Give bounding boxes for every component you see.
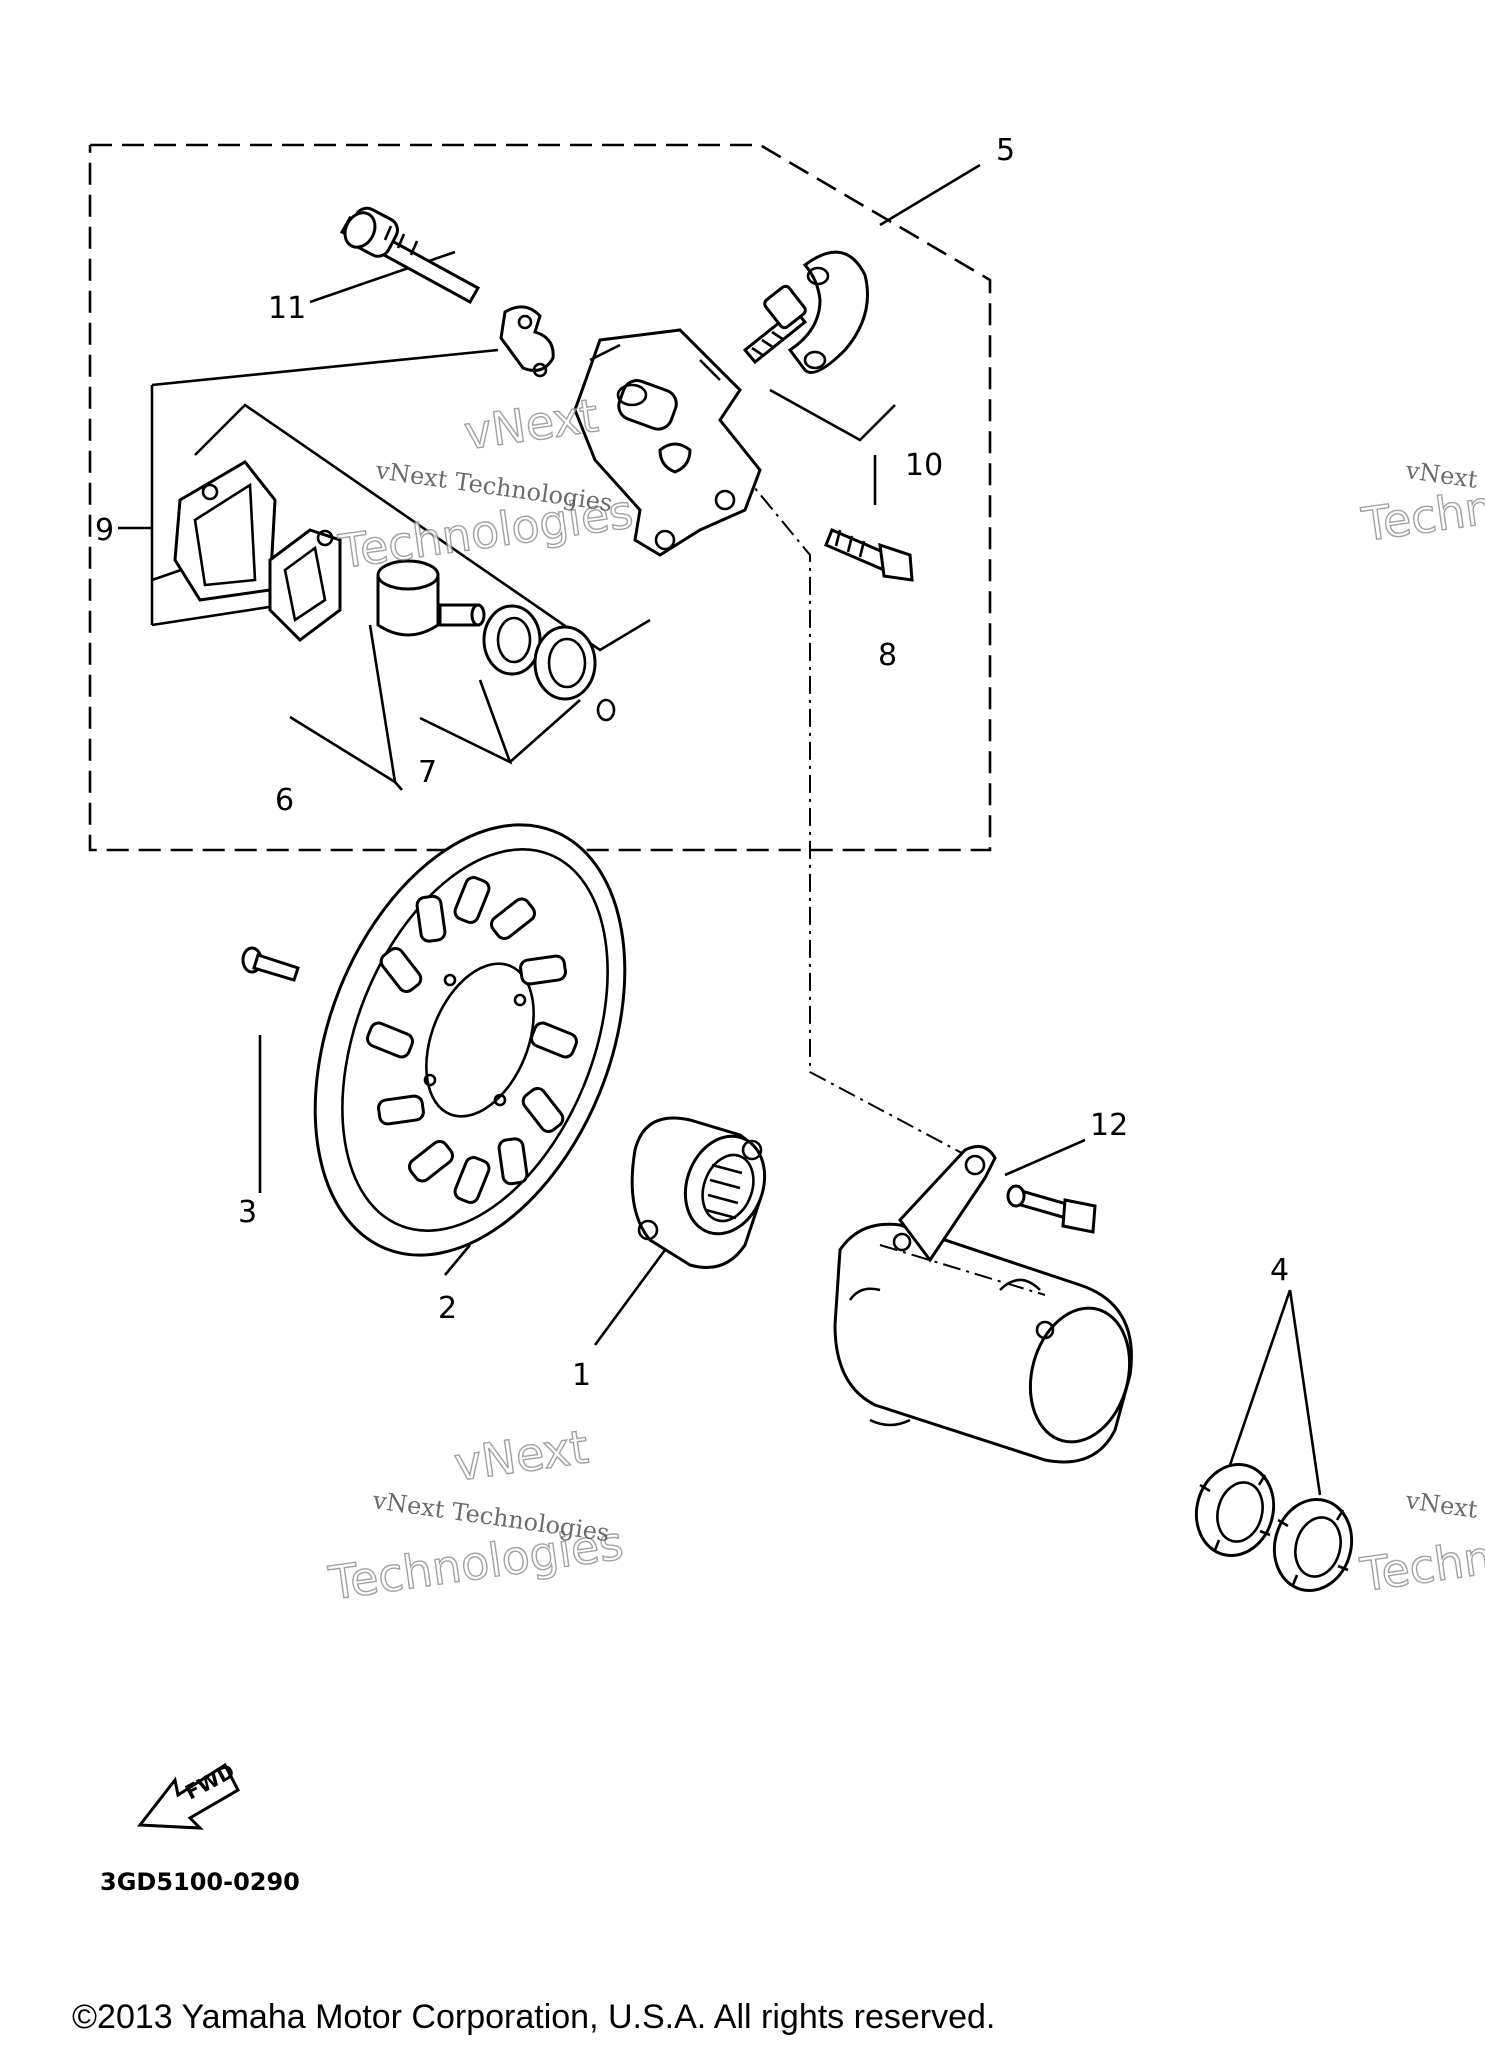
callout-4: 4 [1270, 1253, 1289, 1288]
fwd-arrow-icon: FWD [137, 1759, 240, 1830]
part-o-ring [596, 698, 616, 722]
disc-slot [490, 897, 536, 941]
part-lock-nut-2 [1272, 1497, 1354, 1593]
leader-lines [118, 163, 1322, 1496]
svg-text:vNext: vNext [451, 1420, 592, 1492]
disc-slot [453, 1156, 491, 1204]
disc-slot [497, 1137, 529, 1186]
part-seal-1 [482, 604, 542, 676]
callout-12: 12 [1090, 1108, 1128, 1143]
disc-slot [415, 894, 447, 943]
disc-slot [366, 1021, 414, 1059]
part-seal-2 [533, 625, 597, 701]
disc-slot [519, 954, 567, 986]
disc-slot [530, 1021, 578, 1059]
callout-8: 8 [878, 638, 897, 673]
disc-slot [521, 1087, 565, 1133]
callout-9: 9 [95, 513, 114, 548]
disc-slot [379, 947, 423, 993]
disc-cooling-slots [366, 876, 578, 1204]
callout-2: 2 [438, 1291, 457, 1326]
part-retainer-clip [499, 305, 555, 378]
callout-3: 3 [238, 1195, 257, 1230]
svg-text:vNext: vNext [461, 388, 602, 460]
part-hub [630, 1116, 767, 1269]
disc-slot [377, 1094, 425, 1126]
callout-10: 10 [905, 448, 943, 483]
callout-5: 5 [996, 133, 1015, 168]
part-piston [376, 559, 486, 637]
caliper-assembly-boundary [88, 143, 992, 852]
disc-slot [453, 876, 491, 924]
callout-7: 7 [418, 755, 437, 790]
callout-11: 11 [268, 291, 306, 326]
callout-1: 1 [572, 1358, 591, 1393]
callout-numbers: 5 11 10 9 8 6 7 12 3 4 2 1 [95, 133, 1289, 1393]
callout-6: 6 [275, 783, 294, 818]
part-caliper-bracket [787, 250, 869, 374]
part-bolt-8 [824, 528, 914, 582]
disc-slot [408, 1139, 454, 1183]
copyright-notice: ©2013 Yamaha Motor Corporation, U.S.A. A… [72, 1998, 995, 2036]
part-brake-pad-outer [173, 460, 277, 602]
part-axle-housing [833, 1144, 1133, 1464]
part-disc-screw [241, 946, 300, 982]
part-bleed-screw [742, 284, 808, 365]
part-mount-bolt [1006, 1184, 1097, 1234]
part-pin-bolt [339, 206, 481, 305]
part-lock-nut-1 [1194, 1462, 1276, 1558]
part-brake-disc [313, 823, 627, 1257]
drawing-code: 3GD5100-0290 [100, 1868, 300, 1896]
part-brake-pad-inner [268, 528, 342, 642]
part-caliper-body [573, 328, 762, 557]
